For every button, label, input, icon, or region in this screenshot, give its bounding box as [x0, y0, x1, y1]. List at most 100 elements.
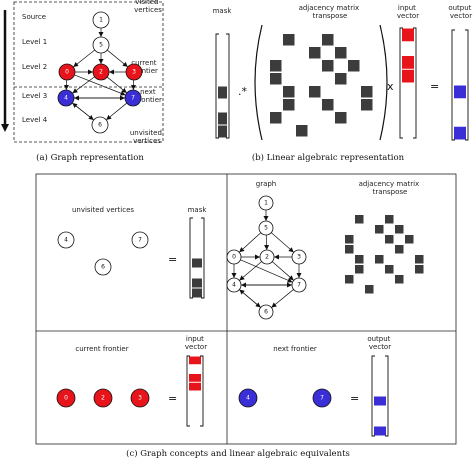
current-label-line2: frontier — [132, 67, 158, 75]
graph-a-vertex-1 — [92, 11, 110, 29]
next-vertex-label-4: 4 — [246, 395, 250, 402]
input-label-b: input vector — [397, 4, 419, 20]
input-b-cell-3 — [402, 69, 414, 83]
mask-c-cell-6 — [192, 278, 202, 288]
output-c-line2: vector — [369, 343, 391, 351]
input-b-cell-0 — [402, 28, 414, 42]
adjacency-matrix-c — [345, 215, 424, 294]
current-vertex-3 — [130, 388, 150, 408]
mask-b-cell-7 — [218, 125, 227, 138]
matrix-b-entry-3-0 — [270, 73, 282, 85]
unvisited-vertex-label-7: 7 — [138, 237, 142, 244]
level-3: Level 3 — [22, 92, 47, 100]
mask-c-cell-4 — [192, 258, 202, 268]
output-c-cell-7 — [374, 426, 386, 436]
matrix-c-entry-5-1 — [355, 265, 364, 274]
current-vertex-0 — [56, 388, 76, 408]
output-label-c: output vector — [367, 335, 392, 351]
dot-multiply-op: .* — [238, 85, 247, 98]
matrix-b-entry-6-5 — [335, 112, 347, 124]
matrix-b-entry-1-3 — [309, 47, 321, 59]
matrix-left-paren — [254, 24, 263, 141]
input-c-line1: input — [186, 335, 204, 343]
matrix-c-entry-1-3 — [375, 225, 384, 234]
input-b-line2: vector — [397, 12, 419, 20]
next-frontier-label: next frontier — [136, 88, 162, 104]
edge-a-7-6 — [106, 102, 128, 120]
graph-c-vertex-2 — [259, 249, 275, 265]
matrix-b-entry-0-1 — [283, 34, 295, 46]
unvisited-label-line1: unvisited — [130, 129, 162, 137]
edge-c-2-4 — [239, 261, 262, 281]
unvisited-vertex-7 — [131, 231, 149, 249]
matrix-label-b: adjacency matrix transpose — [299, 4, 362, 20]
panel-a-graph-representation: Source Level 1 Level 2 Level 3 Level 4 v… — [1, 0, 164, 163]
matrix-c-entry-5-7 — [415, 265, 424, 274]
output-b-line1: output — [448, 4, 471, 12]
mask-c-bracket-right — [201, 217, 205, 299]
graph-a-vertex-label-1: 1 — [99, 17, 103, 24]
next-vertex-7 — [312, 388, 332, 408]
edge-c-7-6 — [271, 289, 294, 308]
edge-c-5-0 — [239, 232, 262, 253]
matrix-c-entry-0-4 — [385, 215, 394, 224]
mask-label-c: mask — [188, 206, 208, 214]
graph-a-vertex-label-0: 0 — [65, 69, 69, 76]
unvisited-vertex-label-4: 4 — [64, 237, 68, 244]
matrix-c-entry-4-1 — [355, 255, 364, 264]
graph-a-vertex-label-2: 2 — [99, 69, 103, 76]
visited-label-line2: vertices — [134, 6, 162, 14]
mask-vector-c — [189, 217, 205, 299]
current-vertex-label-2: 2 — [101, 395, 105, 402]
matrix-c-entry-2-6 — [405, 235, 414, 244]
panel-b-linear-algebraic: mask adjacency matrix transpose input ve… — [213, 4, 473, 163]
input-c-cell-0 — [189, 356, 201, 365]
unvisited-vertices-title: unvisited vertices — [72, 206, 134, 214]
input-vector-b — [399, 27, 417, 139]
matrix-c-entry-5-4 — [385, 265, 394, 274]
adjacency-matrix-b — [270, 34, 373, 137]
matrix-b-entry-2-0 — [270, 60, 282, 72]
graph-a-vertex-3 — [125, 63, 143, 81]
input-b-bracket-right — [413, 27, 417, 139]
caption-a: (a) Graph representation — [36, 152, 144, 163]
edge-a-5-0 — [73, 49, 95, 68]
output-c-line1: output — [367, 335, 390, 343]
graph-a-vertex-7 — [124, 89, 142, 107]
graph-c-vertex-label-2: 2 — [265, 254, 269, 261]
matrix-c-entry-3-0 — [345, 245, 354, 254]
current-frontier-title: current frontier — [75, 345, 128, 353]
matrix-b-entry-6-0 — [270, 112, 282, 124]
matrix-c-entry-2-4 — [385, 235, 394, 244]
graph-c-vertex-4 — [226, 277, 242, 293]
equals-op-next: = — [350, 392, 359, 405]
matrix-c-entry-1-5 — [395, 225, 404, 234]
matrix-b-entry-5-1 — [283, 99, 295, 111]
graph-title: graph — [256, 180, 277, 188]
equals-op-b: = — [430, 80, 439, 93]
current-vertex-2 — [93, 388, 113, 408]
matrix-c-line2: transpose — [373, 188, 408, 196]
current-frontier-label: current frontier — [131, 59, 159, 75]
input-b-bracket-left — [399, 27, 403, 139]
caption-c: (c) Graph concepts and linear algebraic … — [126, 448, 350, 459]
edge-c-2-7 — [272, 261, 294, 281]
matrix-c-entry-2-0 — [345, 235, 354, 244]
matrix-c-line1: adjacency matrix — [359, 180, 420, 188]
equals-op-unvisited: = — [168, 253, 177, 266]
output-label-b: output vector — [448, 4, 473, 20]
level-2: Level 2 — [22, 63, 47, 71]
graph-a-vertex-4 — [57, 89, 75, 107]
graph-a-vertex-label-3: 3 — [132, 69, 136, 76]
matrix-b-entry-1-5 — [335, 47, 347, 59]
panel-a-border — [13, 1, 164, 143]
output-b-bracket-right — [465, 29, 469, 141]
graph-a-vertex-6 — [91, 116, 109, 134]
current-vertex-label-3: 3 — [138, 395, 142, 402]
matrix-right-paren — [379, 24, 388, 141]
input-label-c: input vector — [185, 335, 207, 351]
